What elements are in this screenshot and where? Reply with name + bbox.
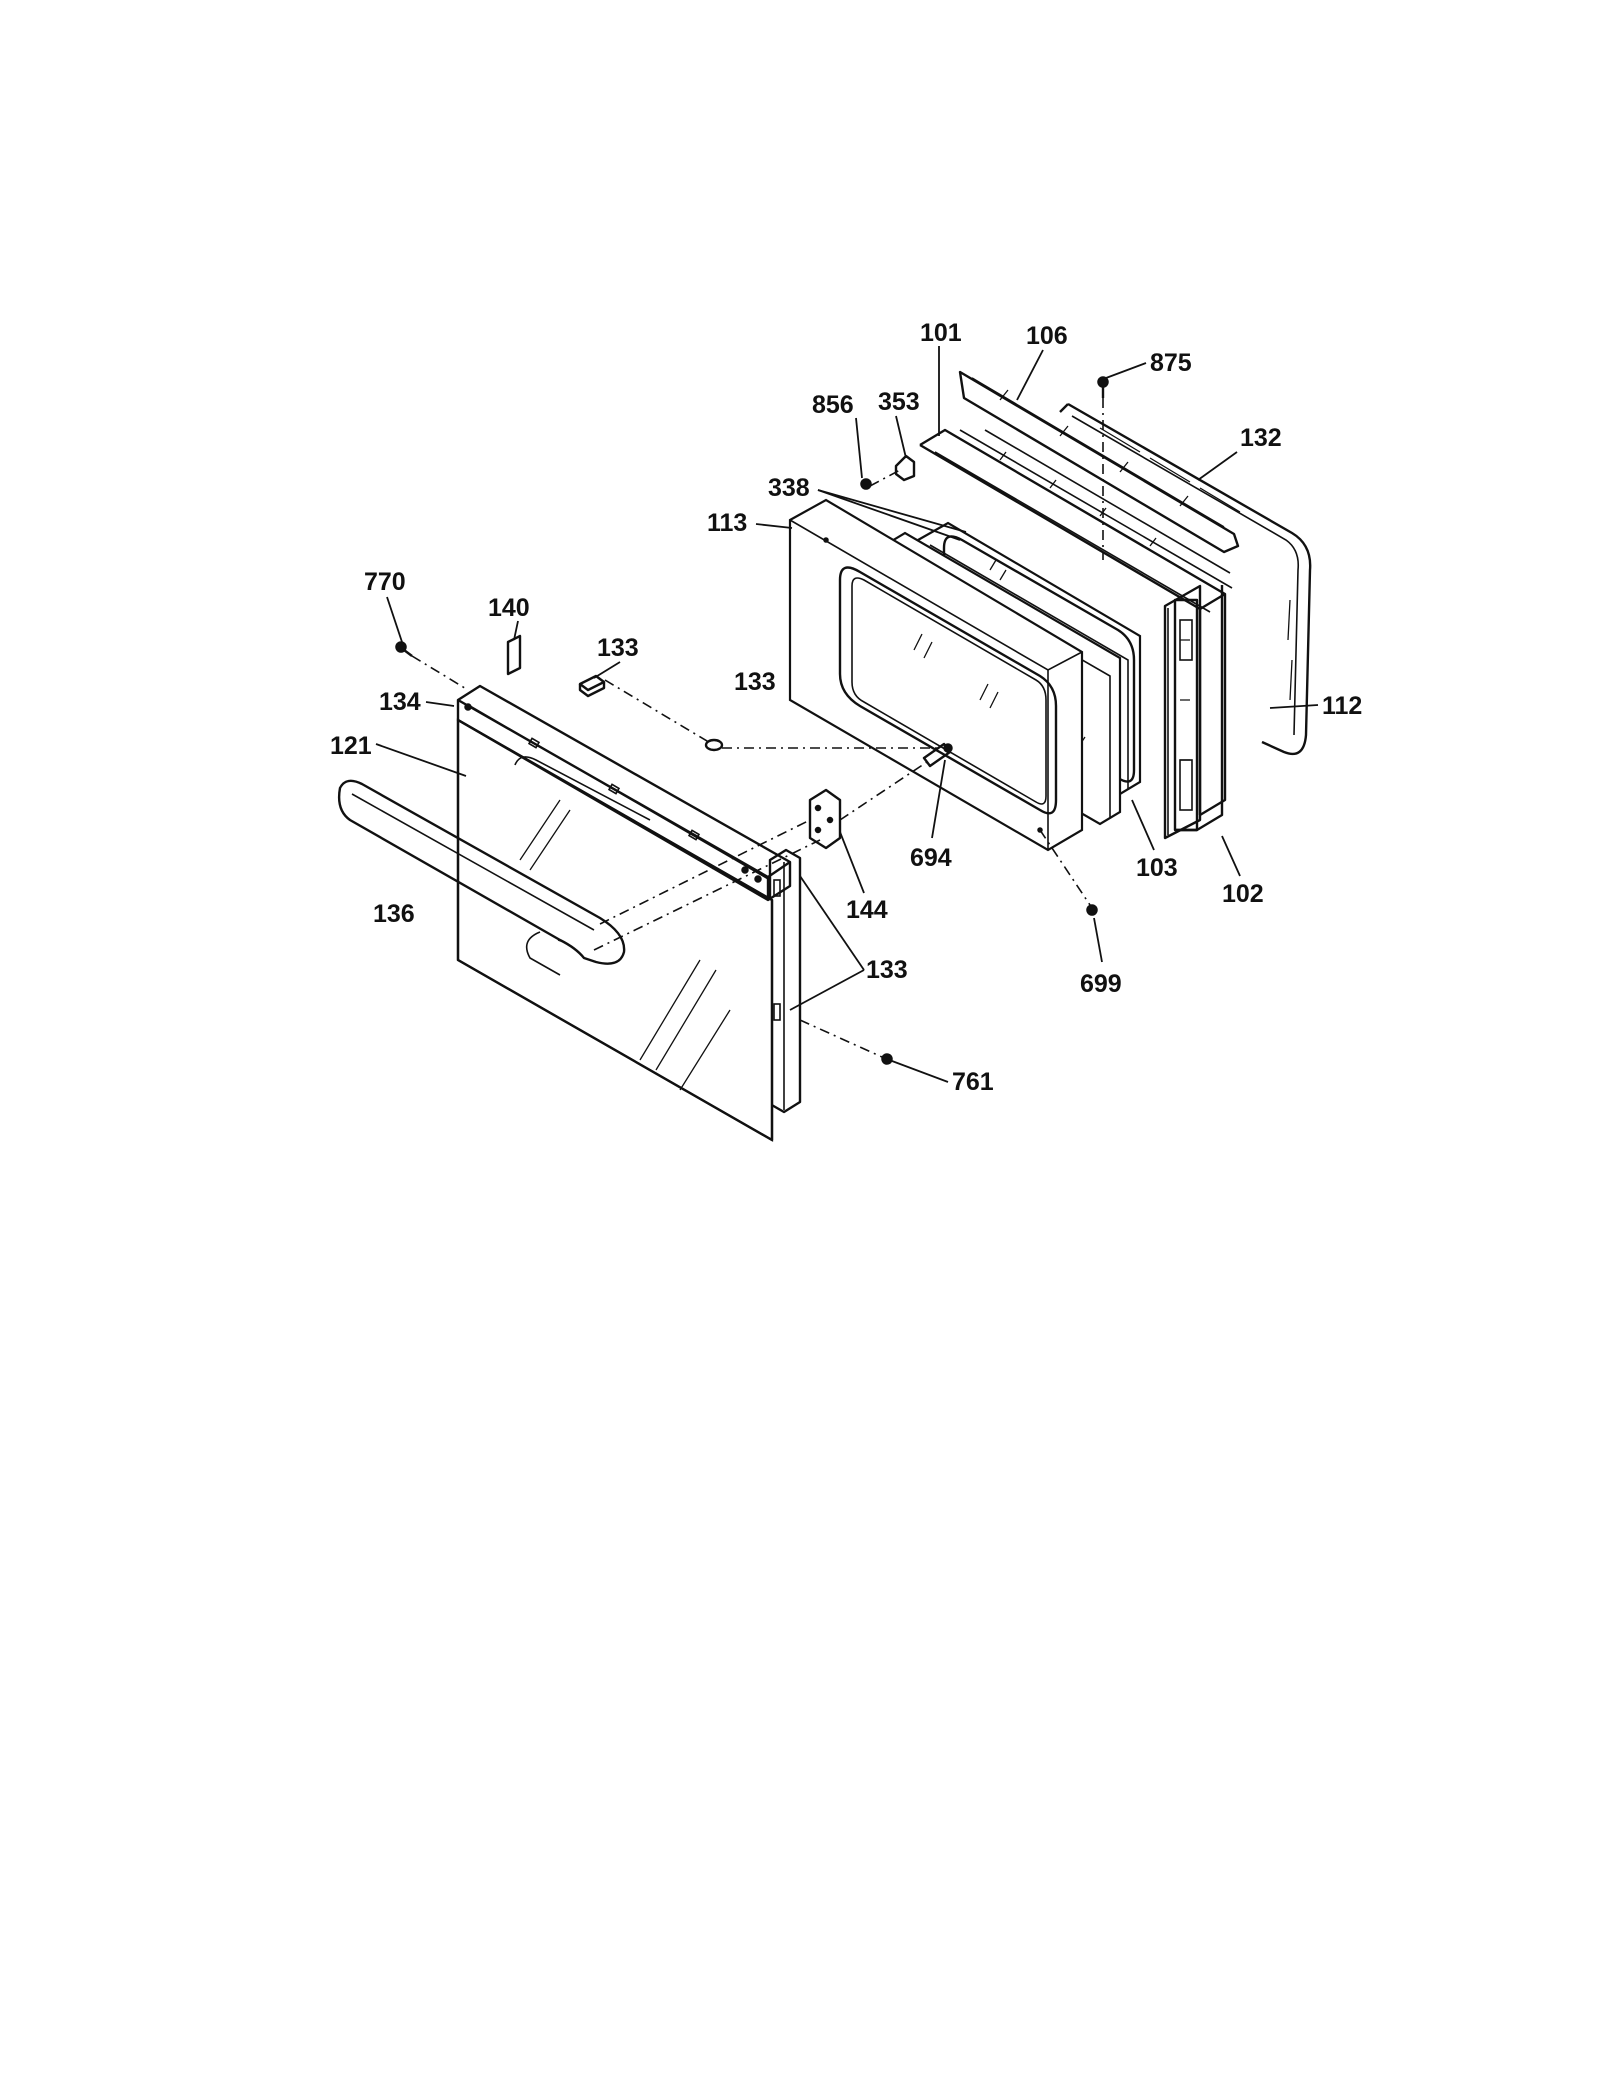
label-338: 338 [768, 474, 810, 502]
label-121: 121 [330, 732, 372, 760]
label-133-bottom: 133 [866, 956, 908, 984]
label-770: 770 [364, 568, 406, 596]
label-133-top: 133 [597, 634, 639, 662]
screw-694 [922, 742, 953, 768]
label-856: 856 [812, 391, 854, 419]
label-113: 113 [707, 509, 747, 537]
label-694: 694 [910, 844, 952, 872]
side-rail-102 [1163, 584, 1202, 840]
label-103: 103 [1136, 854, 1178, 882]
label-136: 136 [373, 900, 415, 928]
label-112: 112 [1322, 692, 1362, 720]
label-134: 134 [379, 688, 421, 716]
top-trim-134 [456, 684, 792, 902]
label-101: 101 [920, 319, 962, 347]
assembly-lines [411, 398, 1104, 1058]
label-106: 106 [1026, 322, 1068, 350]
screw-770 [395, 641, 413, 657]
rear-panel-132 [1059, 402, 1312, 756]
inner-panel-113 [788, 498, 1084, 852]
bracket-144 [808, 788, 842, 850]
label-353: 353 [878, 388, 920, 416]
label-761: 761 [952, 1068, 994, 1096]
label-133-mid: 133 [734, 668, 776, 696]
spacer-133-top [578, 674, 606, 698]
screw-856 [860, 478, 872, 490]
vent-140 [506, 634, 522, 676]
leader-lines [375, 346, 1319, 1083]
inner-shield-106 [958, 370, 1240, 554]
label-144: 144 [846, 896, 888, 924]
label-102: 102 [1222, 880, 1264, 908]
callout-labels: 101 106 875 856 353 132 338 113 770 140 … [330, 319, 1362, 1096]
hinge-bracket-353 [894, 454, 916, 482]
label-875: 875 [1150, 349, 1192, 377]
handle-136 [337, 779, 626, 976]
screw-699 [1086, 904, 1098, 916]
screw-875 [1097, 376, 1109, 398]
spacer-133-mid [704, 738, 724, 752]
label-140: 140 [488, 594, 530, 622]
screw-761 [881, 1053, 893, 1065]
label-699: 699 [1080, 970, 1122, 998]
label-132: 132 [1240, 424, 1282, 452]
